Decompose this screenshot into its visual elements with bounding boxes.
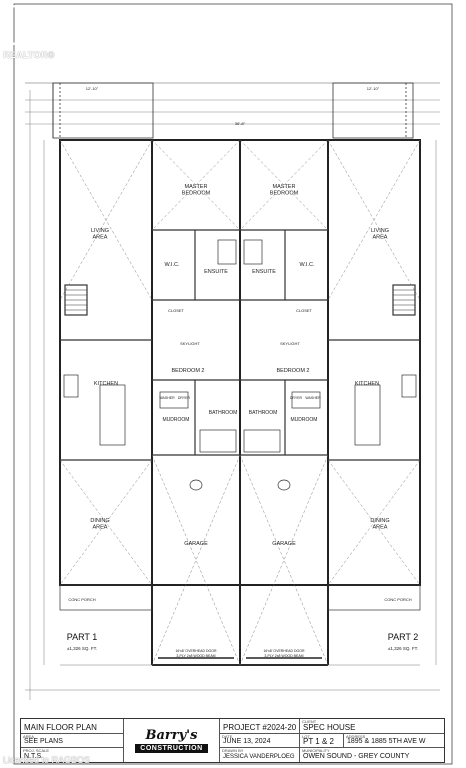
client-cell: CLIENT SPEC HOUSE (300, 719, 444, 734)
project-number: PROJECT #2024-20 (223, 723, 297, 732)
drawn-by-value: JESSICA VANDERPLOEG (223, 754, 295, 760)
drawing-title: MAIN FLOOR PLAN (24, 723, 97, 732)
lot-value: PT 1 & 2 (303, 737, 334, 746)
date-value: JUNE 13, 2024 (223, 738, 271, 745)
realtor-watermark: REALTOR® (3, 3, 55, 61)
client-value: SPEC HOUSE (303, 723, 356, 732)
client-label: CLIENT (302, 719, 317, 724)
area-cell: AREA SEE PLANS (21, 734, 124, 748)
lot-cell: LOT PT 1 & 2 (300, 734, 344, 748)
drawn-by-cell: DRAWN BY JESSICA VANDERPLOEG (220, 748, 300, 762)
municipality-value: OWEN SOUND - GREY COUNTY (303, 753, 410, 760)
area-value: SEE PLANS (24, 738, 63, 745)
licensed-watermark: Licensed to RAGBOS (3, 755, 91, 765)
realtor-text: REALTOR® (3, 50, 55, 60)
scale-value: N.T.S. (24, 753, 44, 760)
logo-name: Barry's (145, 727, 198, 743)
lot-label: LOT (302, 734, 310, 739)
date-cell: DATE JUNE 13, 2024 (220, 734, 300, 748)
area-label: AREA (23, 734, 34, 739)
logo-sub: CONSTRUCTION (135, 743, 208, 753)
drawing-title-cell: MAIN FLOOR PLAN (21, 719, 124, 734)
municipality-label: MUNICIPALITY (302, 748, 330, 753)
address-label: ADDRESS (346, 734, 366, 739)
barrys-construction-logo: Barry's CONSTRUCTION (124, 719, 220, 762)
scale-cell: PROJ. SCALE N.T.S. (21, 748, 124, 762)
municipality-cell: MUNICIPALITY OWEN SOUND - GREY COUNTY (300, 748, 444, 762)
title-block: MAIN FLOOR PLAN AREA SEE PLANS PROJ. SCA… (20, 718, 445, 763)
drawn-by-label: DRAWN BY (222, 748, 244, 753)
address-cell: ADDRESS 1895 & 1885 5TH AVE W (344, 734, 444, 748)
realtor-logo-icon (9, 5, 49, 45)
date-label: DATE (222, 734, 233, 739)
project-cell: PROJECT #2024-20 (220, 719, 300, 734)
scale-label: PROJ. SCALE (23, 748, 50, 753)
address-value: 1895 & 1885 5TH AVE W (347, 738, 426, 745)
